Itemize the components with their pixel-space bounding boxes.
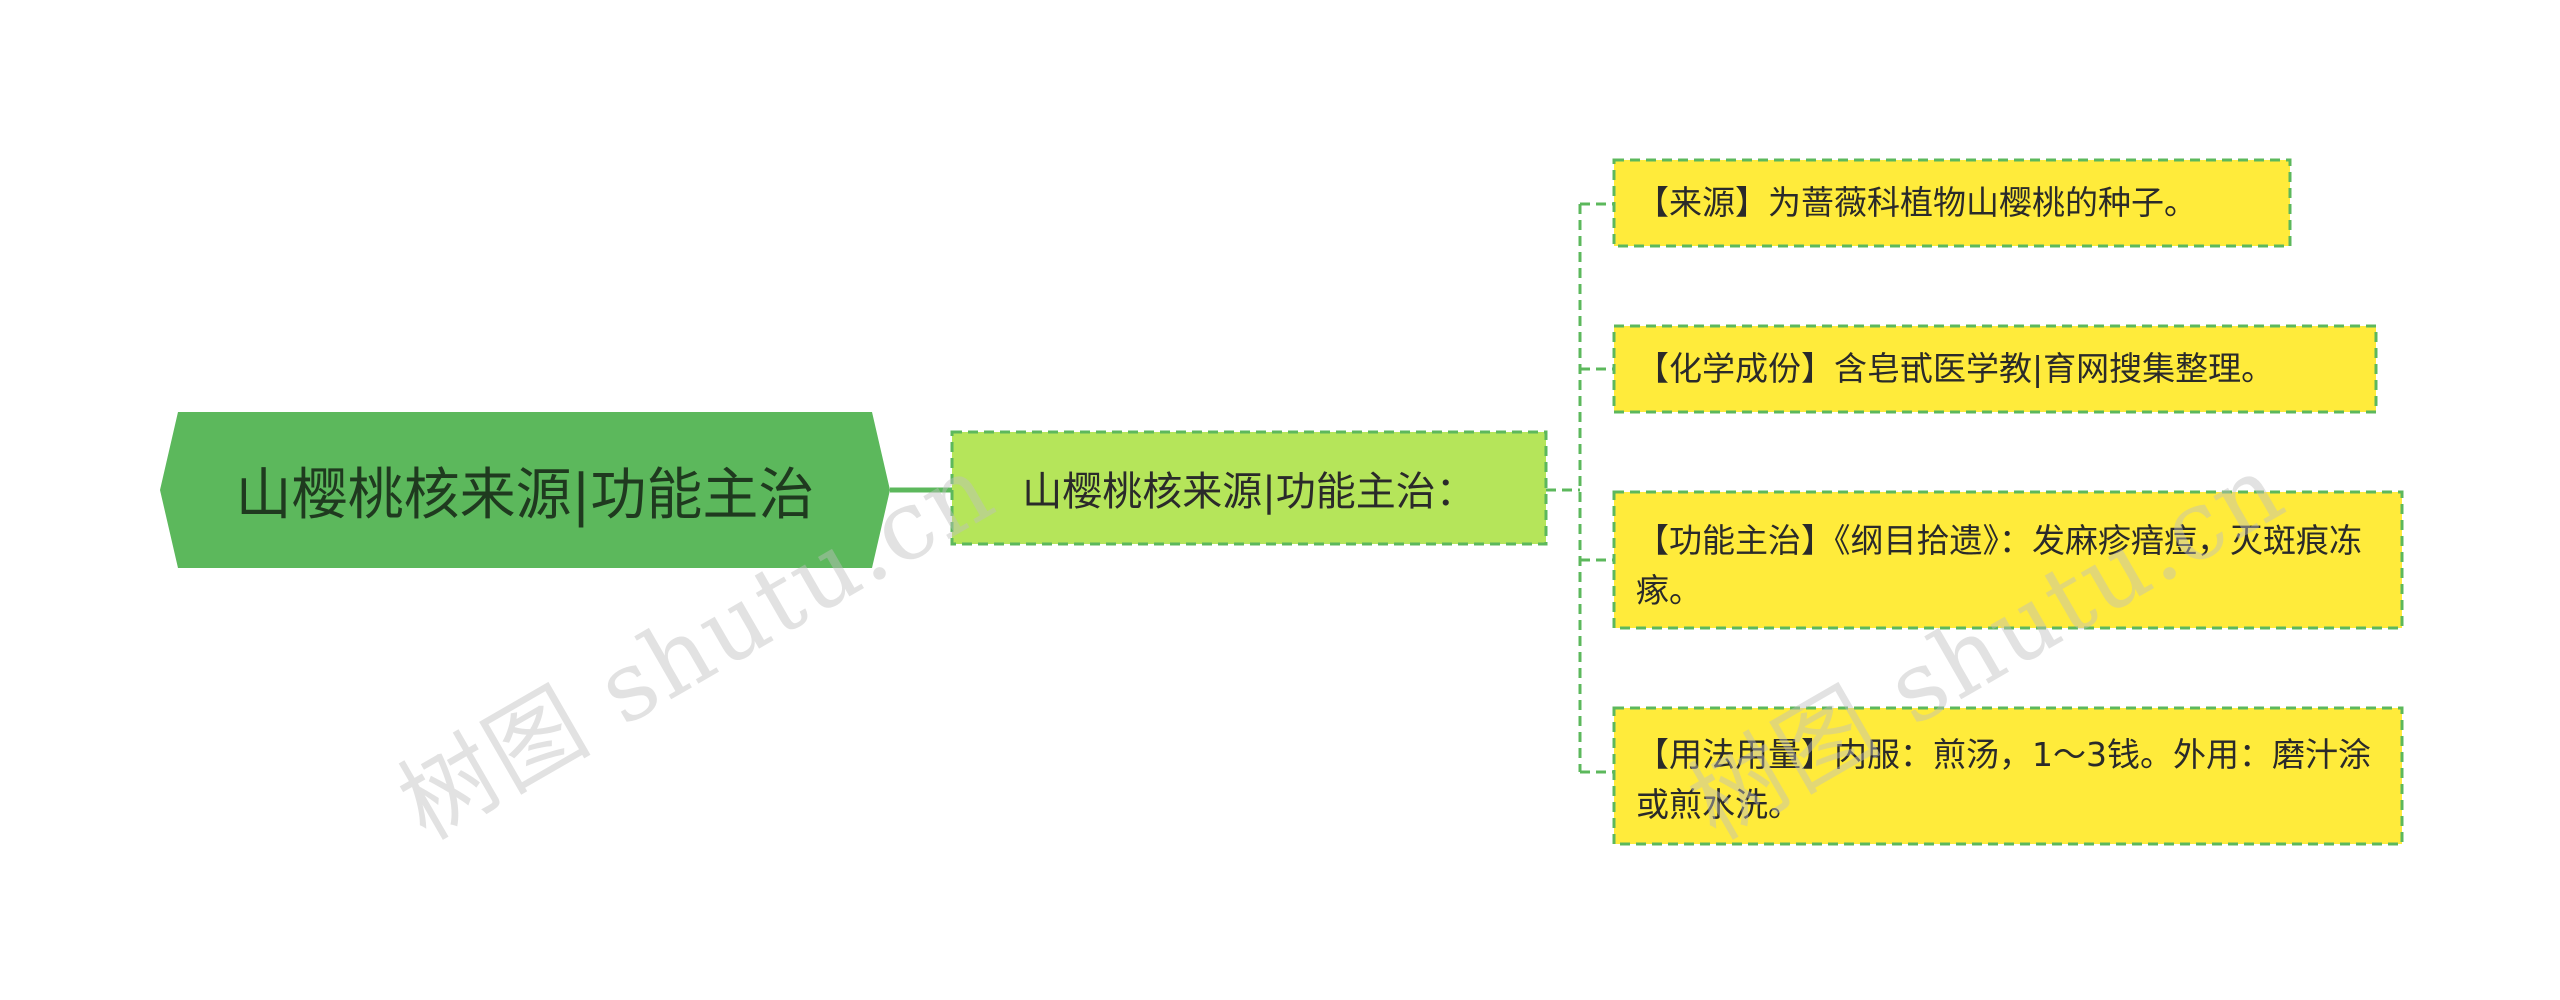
- leaf-node-label-function[interactable]: 【功能主治】《纲目拾遗》：发麻疹瘖痘，灭斑痕冻瘃。: [1636, 521, 2362, 610]
- leaf-node-label-usage[interactable]: 【用法用量】内服：煎汤，1～3钱。外用：磨汁涂或煎水洗。: [1636, 735, 2371, 824]
- leaf-node-label-chemistry[interactable]: 【化学成份】含皂甙医学教|育网搜集整理。: [1636, 349, 2275, 388]
- leaf-node-shape-2[interactable]: [1612, 490, 2404, 630]
- root-node-shape[interactable]: [160, 412, 890, 568]
- branch-node-shape[interactable]: [950, 430, 1548, 546]
- leaf-node-shape-0[interactable]: [1612, 158, 2292, 248]
- leaf-node-shape-3[interactable]: [1612, 706, 2404, 846]
- branch-node-label[interactable]: 山樱桃核来源|功能主治：: [1022, 469, 1476, 515]
- leaf-node-label-source[interactable]: 【来源】为蔷薇科植物山樱桃的种子。: [1636, 183, 2197, 222]
- leaf-node-shape-1[interactable]: [1612, 324, 2378, 414]
- root-node-label[interactable]: 山樱桃核来源|功能主治: [235, 462, 815, 528]
